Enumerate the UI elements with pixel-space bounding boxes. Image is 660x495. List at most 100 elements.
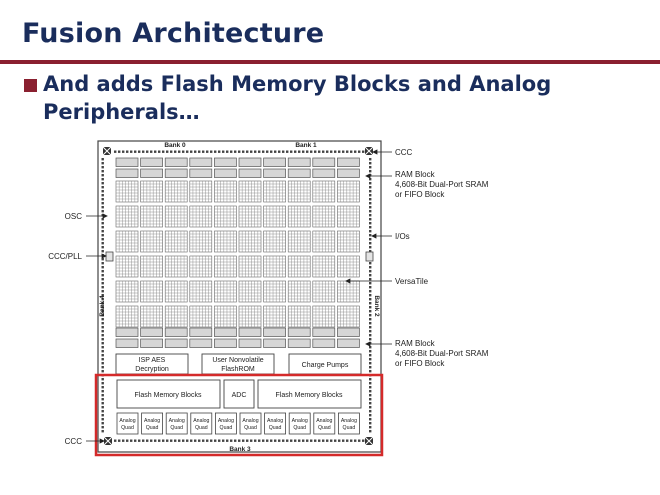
analog-quad-label: Quad [195,425,208,431]
io-pad [310,150,313,153]
io-pad [101,218,104,221]
ram-block [238,338,262,348]
analog-quad-label: Quad [343,425,356,431]
io-pad [101,398,104,401]
charge-pumps-label: Charge Pumps [302,362,349,369]
analog-quad-label: Analog [169,418,185,424]
io-pad [369,298,372,301]
io-pad [194,439,197,442]
versatile-tile [337,230,360,253]
io-pad [101,430,104,433]
versatile-tile [312,205,336,228]
io-pad [286,439,289,442]
versatile-tile [164,280,188,303]
io-pad [369,346,372,349]
io-pad [250,150,253,153]
ram-block [263,157,286,167]
ram-block [287,327,311,337]
analog-quad-box [141,412,164,435]
io-pad [214,439,217,442]
io-pad [369,386,372,389]
io-pad [369,210,372,213]
versatile-tile [140,280,163,303]
io-pad [369,410,372,413]
versatile-tile [312,180,336,203]
io-pad [222,439,225,442]
callout-ram-top-line2: 4,608-Bit Dual-Port SRAM [395,180,489,189]
ram-block [214,338,237,348]
io-pad [101,234,104,237]
io-pad [166,439,169,442]
io-pad [369,390,372,393]
io-pad [369,414,372,417]
io-pad [114,439,117,442]
ram-block [214,168,237,178]
analog-quad-box [165,412,188,435]
versatile-tile [164,230,188,253]
analog-quad-label: Analog [316,418,332,424]
versatile-tile [238,180,262,203]
io-pad [101,174,104,177]
io-pad [138,150,141,153]
io-pad [290,439,293,442]
callout-ram-bottom-line3: or FIFO Block [395,359,445,368]
ram-block [337,168,360,178]
io-pad [246,150,249,153]
io-pad [101,270,104,273]
io-pad [369,430,372,433]
io-pad [369,166,372,169]
versatile-tile [115,230,139,253]
io-pad [101,350,104,353]
versatile-tile [287,305,311,328]
io-pad [101,178,104,181]
io-pad [174,439,177,442]
io-pad [369,398,372,401]
io-pad [266,150,269,153]
io-pad [101,194,104,197]
io-pad [369,418,372,421]
bank-1-label: Bank 1 [295,142,317,149]
versatile-tile [189,180,213,203]
analog-quad-box [214,412,237,435]
versatile-tile [263,305,286,328]
analog-quad-label: Quad [244,425,257,431]
io-pad [101,354,104,357]
io-pad [369,382,372,385]
io-pad [369,206,372,209]
flash-memory-block-left [116,379,221,409]
io-pad [338,150,341,153]
io-pad [322,439,325,442]
io-pad [254,150,257,153]
flash-memory-right-label: Flash Memory Blocks [276,392,343,399]
io-pad [362,439,365,442]
versatile-tile [238,230,262,253]
io-pad [101,346,104,349]
io-pad [369,222,372,225]
io-pad [286,150,289,153]
io-pad [369,246,372,249]
io-pad [218,439,221,442]
analog-quad-label: Analog [267,418,283,424]
io-pad [101,342,104,345]
io-pad [369,182,372,185]
io-pad [302,439,305,442]
callout-ram-bottom-line2: 4,608-Bit Dual-Port SRAM [395,349,489,358]
io-pad [369,270,372,273]
io-pad [369,226,372,229]
io-pad [369,214,372,217]
analog-quad-label: Analog [292,418,308,424]
io-pad [146,439,149,442]
versatile-tile [287,180,311,203]
ram-block [189,327,213,337]
io-pad [154,439,157,442]
flash-memory-block-right [257,379,362,409]
io-pad [234,439,237,442]
callout-osc: OSC [65,212,83,221]
callout-ccc-bottom: CCC [65,437,83,446]
io-pad [138,439,141,442]
io-pad [369,274,372,277]
ram-block [164,327,188,337]
io-pad [369,350,372,353]
io-pad [101,170,104,173]
